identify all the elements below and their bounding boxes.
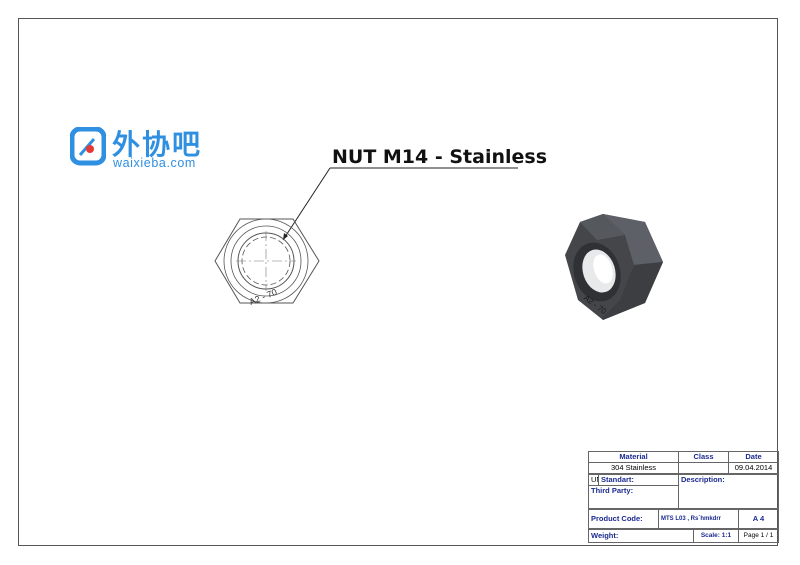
front-view-nut: A2 - 70 (214, 218, 320, 307)
watermark-logo: 外协吧 waixieba.com (69, 126, 220, 172)
leader-line (282, 167, 331, 241)
scale-value: Scale: 1:1 (693, 529, 739, 543)
front-marking: A2 - 70 (248, 287, 279, 307)
description-label: Description: (678, 474, 779, 509)
standart-label: Standart: (598, 474, 679, 486)
leader-arrow (283, 233, 288, 240)
weight-label: Weight: (588, 529, 694, 543)
class-header: Class (678, 451, 729, 463)
isometric-nut: A2 - 70 (565, 214, 663, 320)
product-code-value: MTS L03 , Rs`hmkdrr (658, 509, 739, 529)
class-value (678, 462, 729, 474)
third-party-label: Third Party: (588, 485, 679, 509)
drawing-sheet-border (18, 18, 778, 546)
material-value: 304 Stainless (588, 462, 679, 474)
sheet-size: A 4 (738, 509, 779, 529)
date-header: Date (728, 451, 779, 463)
product-code-label: Product Code: (588, 509, 659, 529)
drawing-title: NUT M14 - Stainless (332, 146, 548, 168)
material-header: Material (588, 451, 679, 463)
date-value: 09.04.2014 (728, 462, 779, 474)
logo-icon (69, 126, 107, 166)
logo-text: 外协吧 (112, 128, 203, 161)
un-label: UN (588, 474, 599, 486)
title-block: Material Class Date 304 Stainless 09.04.… (588, 451, 779, 546)
page-number: Page 1 / 1 (738, 529, 779, 543)
logo-subtext: waixieba.com (113, 156, 196, 170)
